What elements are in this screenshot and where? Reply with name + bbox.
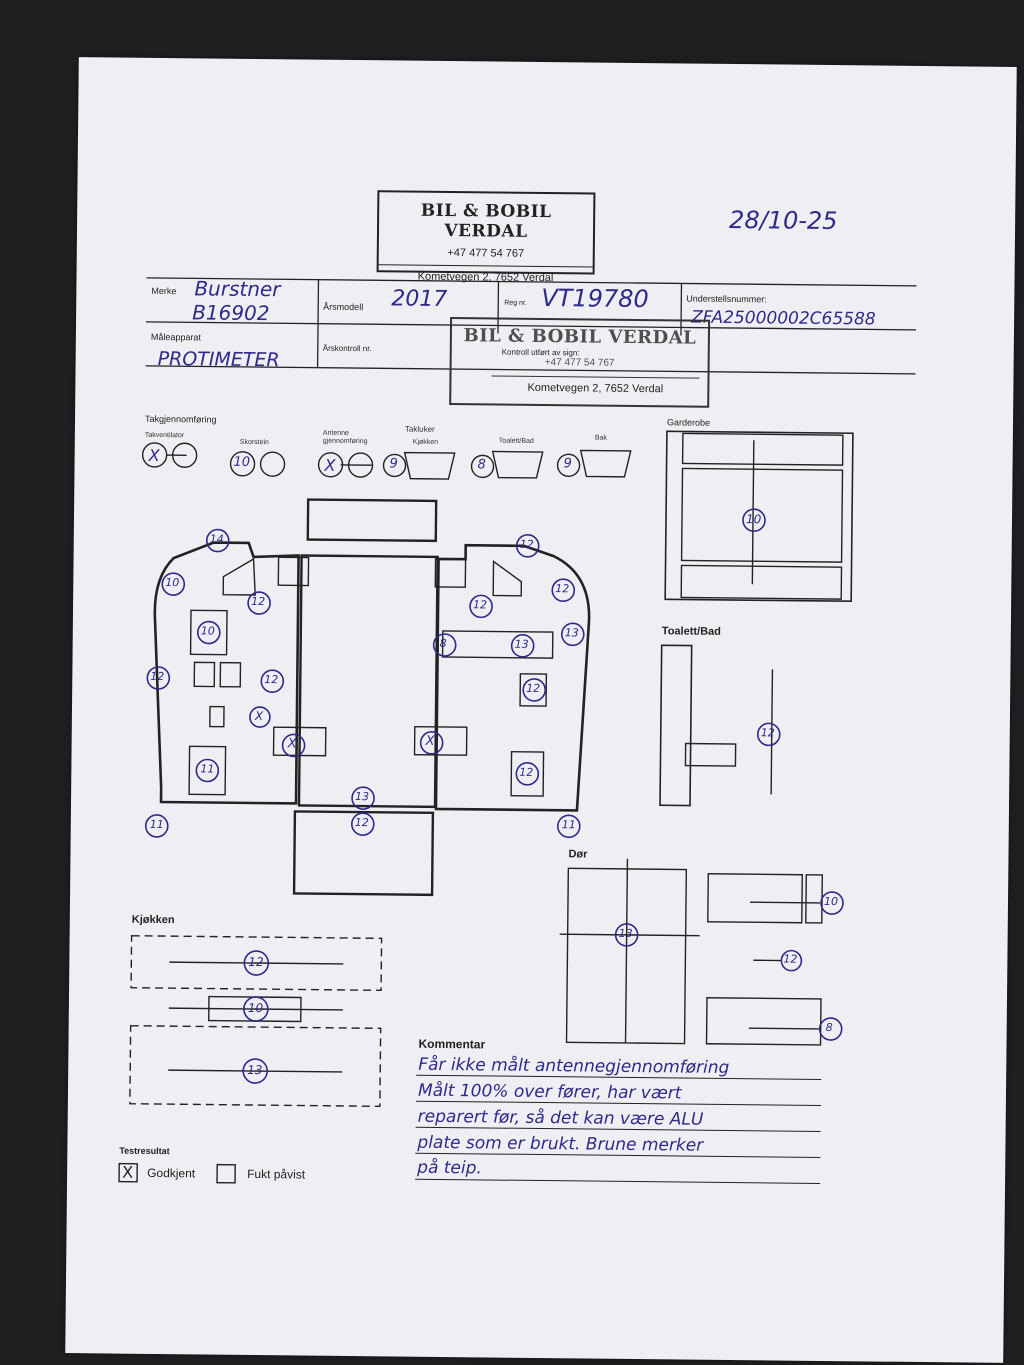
- godkjent-label: Godkjent: [147, 1165, 196, 1181]
- plan-value: 13: [514, 637, 529, 651]
- plan-value: X: [425, 733, 435, 749]
- plan-value: X: [287, 736, 297, 752]
- toalett-bad-label: Toalett/Bad: [661, 625, 721, 638]
- inspection-form-paper: BIL & BOBIL VERDAL +47 477 54 767 Kometv…: [65, 57, 1017, 1363]
- kjokken-value: 12: [248, 954, 264, 970]
- kommentar-line-2: Målt 100% over fører, har vært: [417, 1080, 682, 1104]
- toalett-roof-value: 8: [477, 457, 486, 473]
- plan-value: 12: [264, 673, 279, 687]
- plan-value: 12: [760, 726, 775, 740]
- form-grid: [145, 277, 917, 375]
- plan-value: 12: [783, 952, 798, 966]
- dor-bottom-value: 8: [825, 1020, 833, 1035]
- kommentar-line-3: reparert før, så det kan være ALU: [417, 1106, 704, 1130]
- plan-value: 14: [209, 532, 224, 546]
- plan-value: 13: [564, 626, 579, 640]
- plan-value: 10: [165, 576, 180, 590]
- kjokken-value: 9: [389, 456, 398, 472]
- kommentar-line-4: plate som er brukt. Brune merker: [417, 1132, 704, 1156]
- plan-value: 12: [150, 669, 165, 684]
- plan-value: 11: [200, 762, 215, 776]
- godkjent-check[interactable]: X: [122, 1162, 134, 1182]
- plan-value: 13: [355, 790, 370, 804]
- skorstein-value: 10: [233, 454, 251, 470]
- plan-value: X: [254, 709, 264, 724]
- plan-value: 11: [149, 817, 164, 832]
- plan-value: 12: [473, 598, 488, 612]
- kommentar-line-5: på teip.: [417, 1157, 482, 1179]
- plan-value: 12: [519, 537, 534, 551]
- plan-value: 13: [618, 926, 633, 940]
- kjokken-value: 10: [247, 1000, 264, 1016]
- fukt-label: Fukt påvist: [247, 1166, 306, 1182]
- dor-top-value: 10: [823, 894, 839, 909]
- kjokken-value: 13: [247, 1062, 263, 1078]
- antenne-value: X: [324, 455, 336, 475]
- plan-value: 8: [439, 636, 447, 651]
- plan-value: 12: [526, 681, 541, 695]
- plan-value: 12: [519, 765, 534, 779]
- plan-value: 12: [251, 594, 266, 609]
- kommentar-line-1: Får ikke målt antennegjennomføring: [418, 1054, 730, 1078]
- plan-value: 10: [200, 624, 215, 638]
- plan-value: 12: [354, 816, 369, 830]
- kommentar-label: Kommentar: [418, 1036, 486, 1052]
- plan-value: 11: [561, 818, 576, 832]
- diagram-canvas: [118, 430, 854, 1184]
- testresultat-label: Testresultat: [119, 1145, 170, 1157]
- dor-label: Dør: [568, 848, 588, 861]
- bak-value: 9: [563, 456, 572, 472]
- plan-value: 12: [555, 582, 570, 596]
- kjokken-section-label: Kjøkken: [131, 913, 175, 927]
- garderobe-value: 10: [745, 512, 762, 527]
- takventilator-value: X: [148, 445, 160, 465]
